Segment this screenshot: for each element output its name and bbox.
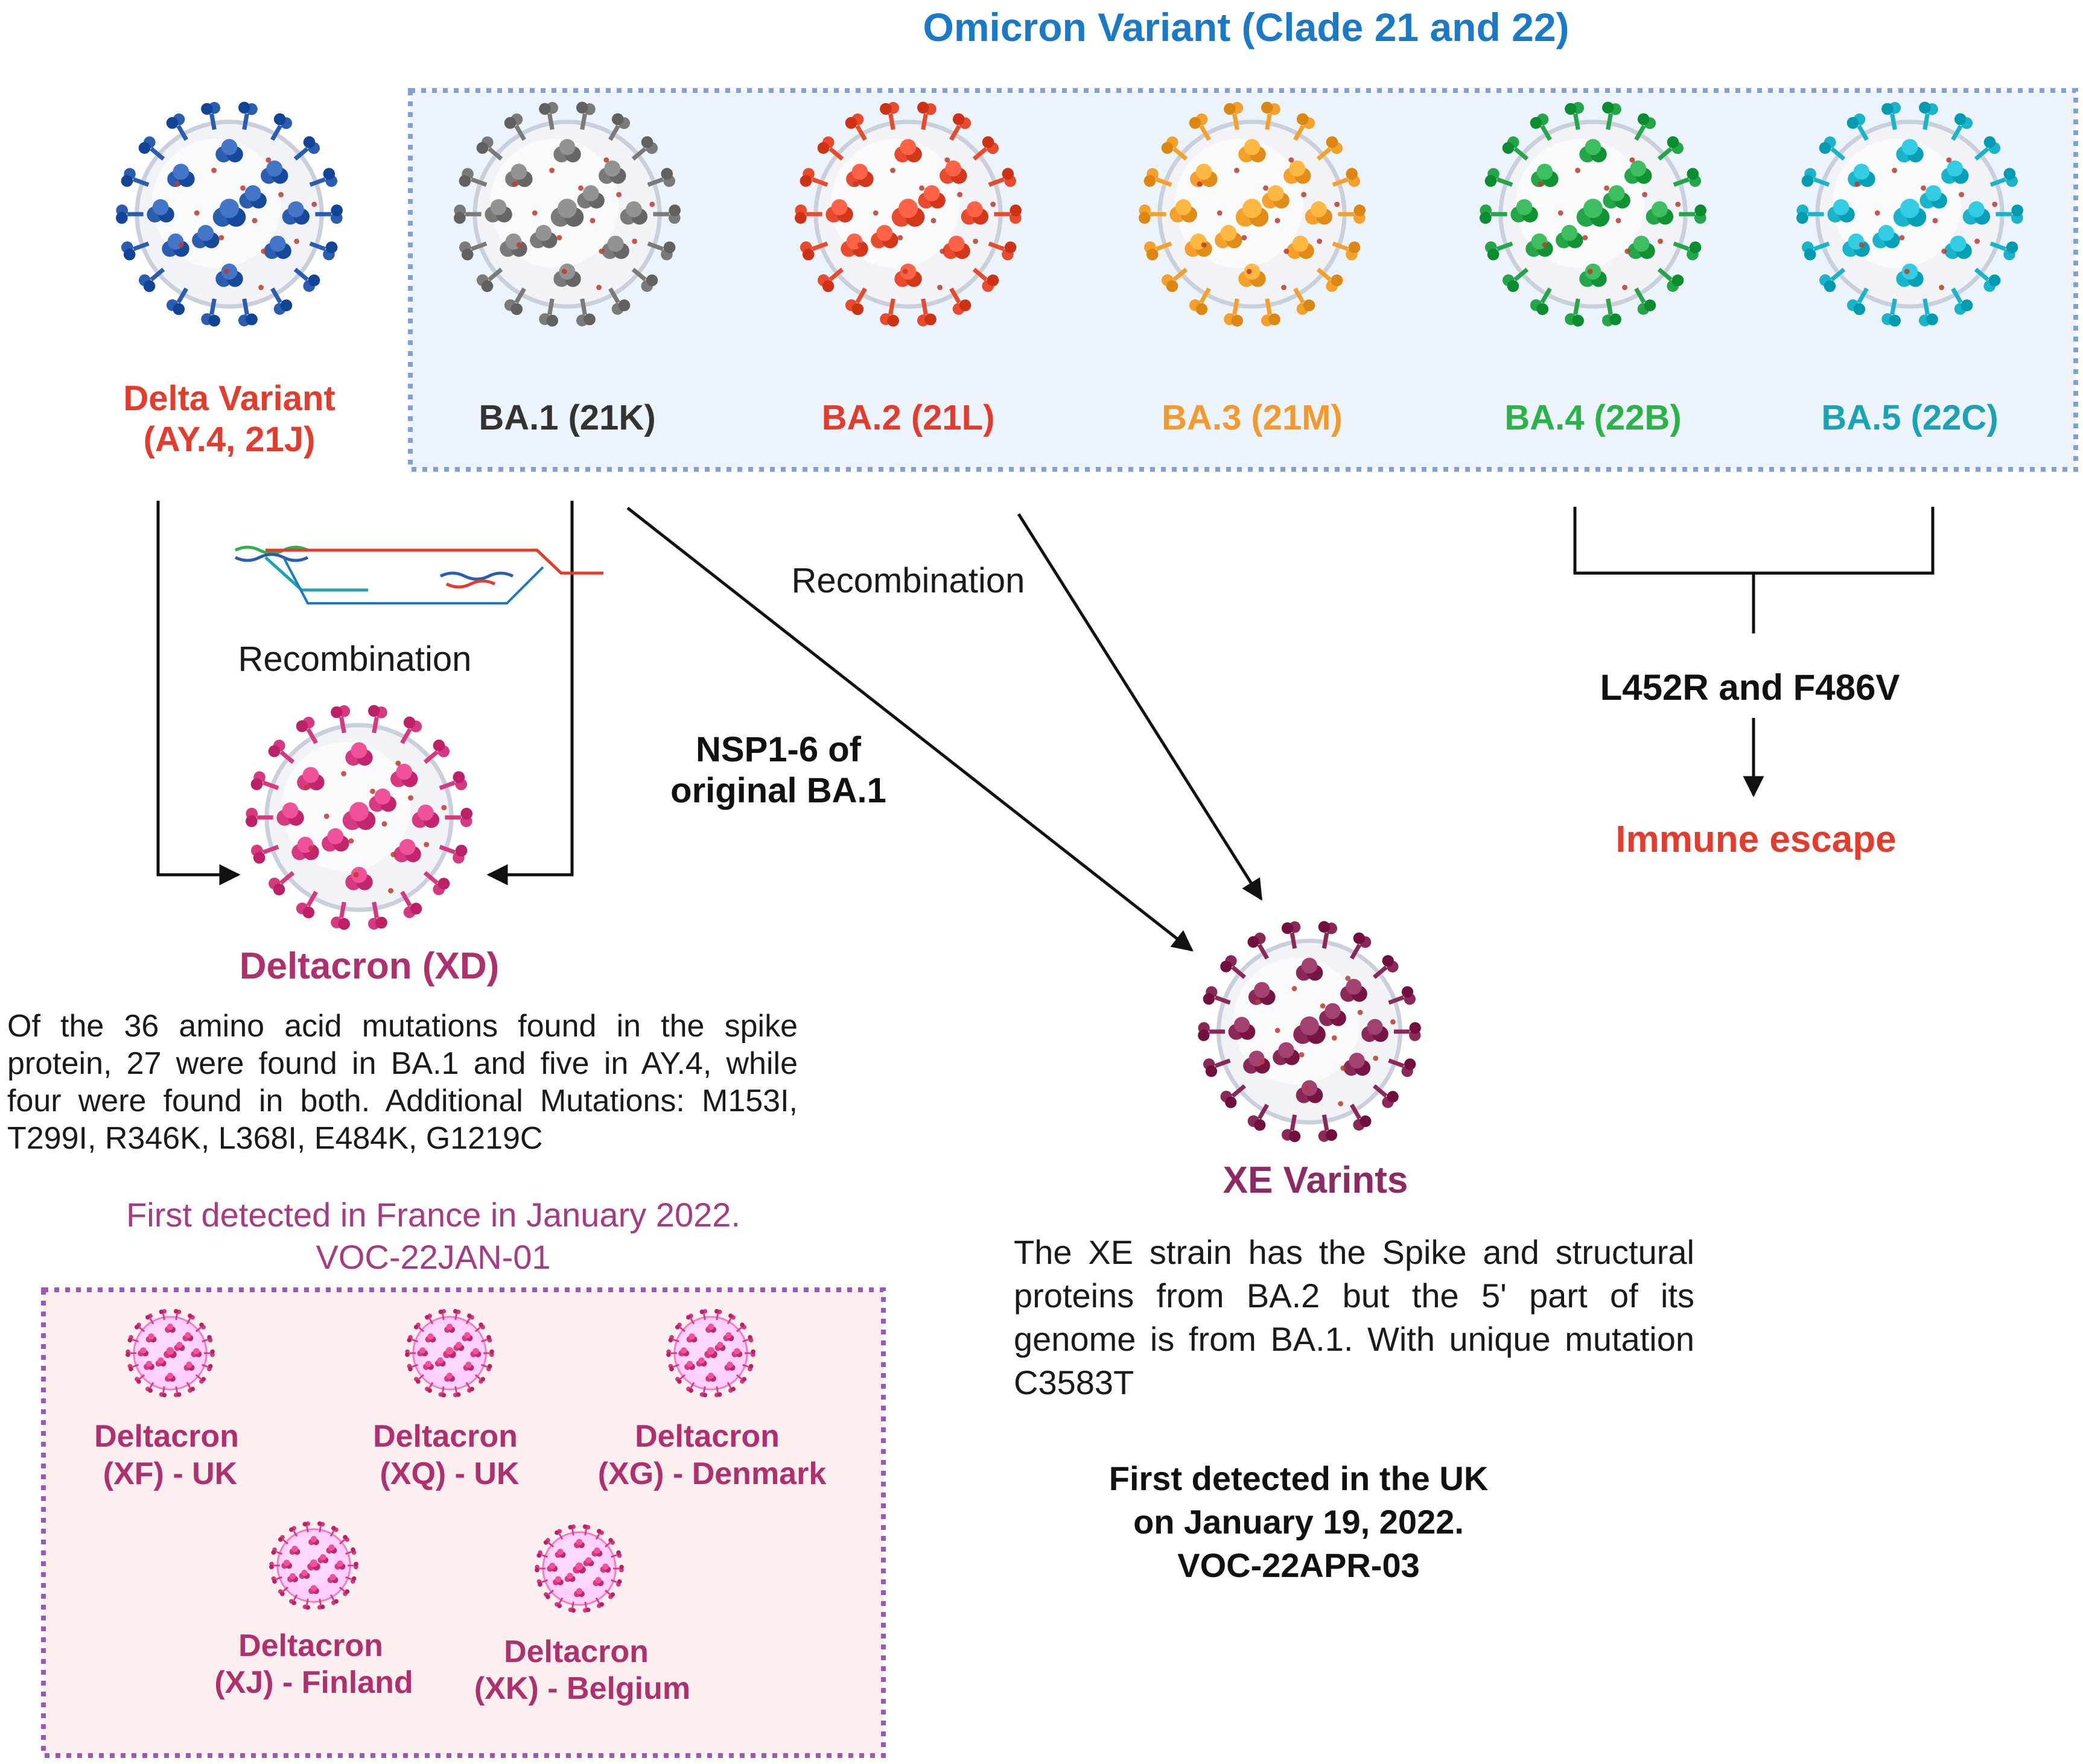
ba4-label: BA.4 (22B) [1504,398,1681,437]
xe-detected-line1: First detected in the UK [1109,1459,1489,1497]
ba1-to-xe-arrow [626,507,1194,952]
recombination-strand-icon [234,545,603,604]
omicron-title: Omicron Variant (Clade 21 and 22) [923,5,1569,49]
ba2-to-xe-arrow [1017,513,1263,901]
ba5-label: BA.5 (22C) [1821,398,1998,437]
ba3-virus [1139,101,1366,327]
immune-escape-label: Immune escape [1615,819,1896,860]
recombination-left-label: Recombination [238,639,472,679]
delta-label-line1: Delta Variant [123,379,335,418]
xj-label-line1: Deltacron [238,1628,383,1663]
ba2-virus [795,101,1022,327]
xj-virus [269,1521,358,1610]
deltacron-description: Of the 36 amino acid mutations found in … [7,1009,798,1156]
xg-label-line2: (XG) - Denmark [598,1456,827,1491]
delta-virus [116,101,343,327]
mutations-label: L452R and F486V [1600,667,1900,708]
xq-label-line2: (XQ) - UK [380,1456,520,1491]
delta-label-line2: (AY.4, 21J) [144,420,316,459]
xk-label-line2: (XK) - Belgium [474,1671,690,1706]
ba4-virus [1480,101,1706,327]
xe-detected-line2: on January 19, 2022. [1133,1503,1464,1541]
nsp-label-line2: original BA.1 [670,771,886,810]
deltacron-virus [246,705,472,930]
xk-virus [535,1524,624,1613]
xq-virus [405,1309,494,1398]
xe-description: The XE strain has the Spike and structur… [1014,1233,1694,1401]
ba5-virus [1796,101,2023,327]
xg-virus [666,1309,755,1398]
xq-label-line1: Deltacron [373,1419,518,1454]
ba1-label: BA.1 (21K) [479,398,655,437]
ba3-label: BA.3 (21M) [1162,398,1343,437]
xf-label-line2: (XF) - UK [103,1456,238,1491]
xf-label-line1: Deltacron [94,1419,239,1454]
nsp-label-line1: NSP1-6 of [696,730,862,769]
deltacron-detected-line2: VOC-22JAN-01 [316,1238,550,1276]
deltacron-detected-line1: First detected in France in January 2022… [126,1196,740,1234]
ba2-label: BA.2 (21L) [822,398,995,437]
xk-label-line1: Deltacron [504,1634,649,1669]
ba4-ba5-bracket [1573,507,1935,575]
xg-label-line1: Deltacron [635,1419,780,1454]
delta-to-deltacron-arrow [156,501,241,886]
recombination-center-label: Recombination [792,561,1025,600]
deltacron-title: Deltacron (XD) [240,945,500,987]
xe-virus [1198,921,1421,1143]
xe-detected-line3: VOC-22APR-03 [1177,1546,1419,1584]
xe-title: XE Varints [1223,1160,1408,1201]
ba1-to-deltacron-arrow [486,501,574,886]
ba1-virus [454,101,681,327]
xj-label-line2: (XJ) - Finland [214,1665,413,1700]
xf-virus [126,1309,215,1398]
